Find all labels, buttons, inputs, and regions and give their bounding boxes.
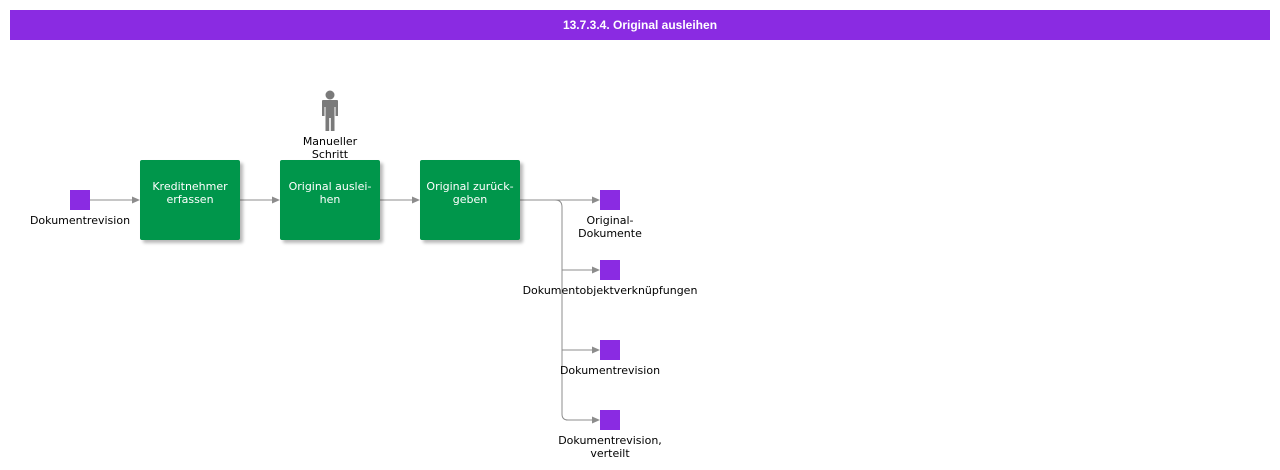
output-object-node[interactable] <box>600 260 620 280</box>
step-label: Kreditnehmer erfassen <box>152 180 228 206</box>
role-label: Manueller Schritt <box>302 135 358 161</box>
diagram-title: 13.7.3.4. Original ausleihen <box>10 10 1270 40</box>
output-object-label: Dokumentrevision <box>559 364 661 377</box>
step-original-ausleihen[interactable]: Original auslei- hen <box>280 160 380 240</box>
output-object-node[interactable] <box>600 190 620 210</box>
connector-branch-trunk <box>554 199 569 421</box>
step-label: Original zurück- geben <box>426 180 514 206</box>
person-icon <box>322 90 338 131</box>
step-original-zurueckgeben[interactable]: Original zurück- geben <box>420 160 520 240</box>
output-object-node[interactable] <box>600 340 620 360</box>
step-kreditnehmer-erfassen[interactable]: Kreditnehmer erfassen <box>140 160 240 240</box>
step-label: Original auslei- hen <box>288 180 372 206</box>
output-object-node[interactable] <box>600 410 620 430</box>
output-object-label: Dokumentobjektverknüpfungen <box>522 284 698 297</box>
input-object-label: Dokumentrevision <box>29 214 131 227</box>
output-object-label: Dokumentrevision, verteilt <box>558 434 662 460</box>
output-object-label: Original- Dokumente <box>578 214 642 240</box>
input-object-node[interactable] <box>70 190 90 210</box>
